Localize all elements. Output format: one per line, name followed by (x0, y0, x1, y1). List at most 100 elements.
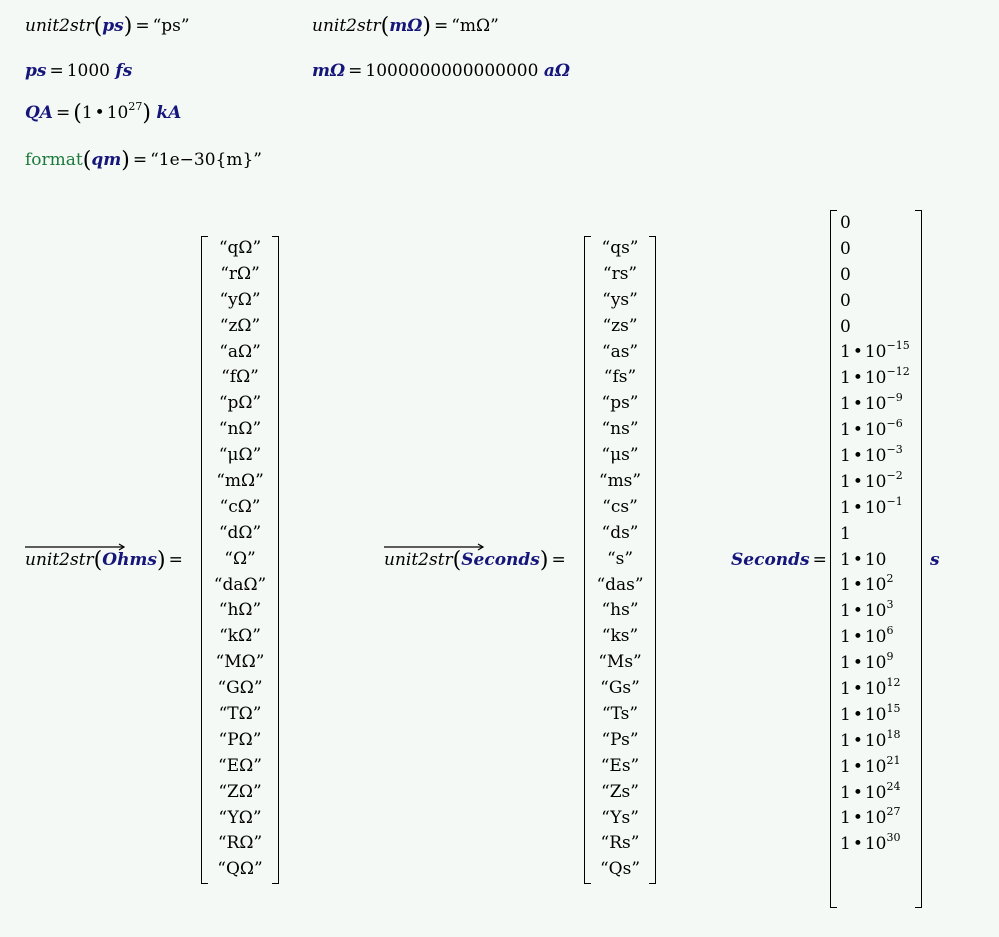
mantissa: 1 (840, 368, 851, 389)
multiply-dot: • (852, 601, 863, 622)
matrix-cell: “ys” (602, 289, 638, 310)
vectorize-arrow-icon (384, 543, 484, 551)
matrix-cell: “ks” (601, 626, 639, 647)
milliohm-evaluation[interactable]: mΩ=1000000000000000 aΩ (312, 61, 570, 81)
exponent: −9 (886, 391, 903, 405)
matrix-cell: “dΩ” (218, 522, 262, 543)
matrix-cell: “YΩ” (218, 807, 262, 828)
exponent: 3 (886, 598, 894, 612)
matrix-cell: 0 (840, 263, 912, 289)
matrix-cell: “as” (601, 341, 639, 362)
matrix-cell: “Rs” (600, 833, 640, 854)
base: 10 (864, 368, 887, 389)
matrix-cell: 1•10−2 (840, 470, 912, 496)
exponent: 30 (886, 831, 901, 845)
mantissa: 1 (81, 103, 93, 123)
matrix-cell: “yΩ” (219, 289, 261, 310)
matrix-cell: “QΩ” (217, 859, 263, 880)
matrix-cell: “qΩ” (218, 238, 262, 258)
multiply-dot: • (852, 782, 863, 803)
ps-evaluation[interactable]: ps=1000 fs (25, 61, 133, 81)
matrix-cell: 1 (840, 522, 912, 548)
unit2str-ps-expression[interactable]: unit2str(ps)=“ps” (25, 14, 190, 39)
unit: kA (156, 103, 182, 123)
matrix-cell: 1•109 (840, 651, 912, 677)
multiply-dot: • (852, 756, 863, 777)
matrix-cell: “s” (606, 548, 634, 569)
base: 10 (864, 471, 887, 492)
base: 10 (864, 782, 887, 803)
multiply-dot: • (852, 730, 863, 751)
vectorized-unit2str-ohms[interactable]: unit2str(Ohms) = (25, 543, 186, 573)
matrix-cell: 1•1015 (840, 703, 912, 729)
lhs-variable: QA (25, 103, 53, 123)
exponent: 21 (886, 753, 901, 767)
right-bracket (915, 210, 922, 908)
ohms-result-matrix[interactable]: “qΩ”“rΩ”“yΩ”“zΩ”“aΩ”“fΩ”“pΩ”“nΩ”“μΩ”“mΩ”… (201, 236, 279, 884)
base: 10 (864, 446, 887, 467)
exponent: 24 (886, 779, 901, 793)
matrix-cell: 1•1030 (840, 832, 912, 858)
mantissa: 1 (840, 342, 851, 363)
matrix-cell: “Ys” (601, 807, 639, 828)
base: 10 (864, 679, 887, 700)
mantissa: 1 (840, 679, 851, 700)
base: 10 (864, 653, 887, 674)
multiply-dot: • (852, 704, 863, 725)
matrix-cell: “Es” (600, 755, 640, 776)
matrix-cell: 0 (840, 315, 912, 341)
result: “1e−30{m}” (150, 150, 262, 170)
exponent: −1 (886, 494, 903, 508)
matrix-cell: 1•10−15 (840, 340, 912, 366)
mantissa: 1 (840, 756, 851, 777)
lhs-variable: Seconds (731, 550, 810, 570)
matrix-cell: “RΩ” (217, 833, 263, 854)
multiply-dot: • (852, 342, 863, 363)
left-bracket (584, 236, 591, 884)
unit2str-milliohm-expression[interactable]: unit2str(mΩ)=“mΩ” (312, 14, 499, 39)
mantissa: 1 (840, 782, 851, 803)
vectorized-unit2str-seconds[interactable]: unit2str(Seconds) = (384, 543, 569, 573)
value: 1000000000000000 (365, 61, 539, 81)
exponent: 18 (886, 727, 901, 741)
matrix-cell: “hs” (601, 600, 639, 621)
mantissa: 1 (840, 575, 851, 596)
multiply-dot: • (852, 368, 863, 389)
exponent: −2 (886, 468, 903, 482)
mantissa: 1 (840, 497, 851, 518)
matrix-cell: “ds” (601, 522, 639, 543)
multiply-dot: • (852, 420, 863, 441)
matrix-cell: “Zs” (601, 781, 639, 802)
unit: fs (115, 61, 133, 81)
mantissa: 0 (840, 290, 851, 311)
mantissa: 1 (840, 808, 851, 829)
mantissa: 1 (840, 730, 851, 751)
matrix-cell: “Ts” (601, 704, 639, 725)
matrix-cell: “ZΩ” (218, 781, 262, 802)
mantissa: 1 (840, 834, 851, 855)
matrix-cell: “nΩ” (218, 419, 262, 440)
base: 10 (864, 834, 887, 855)
qa-evaluation[interactable]: QA=(1•1027) kA (25, 100, 182, 126)
lhs-variable: mΩ (312, 61, 346, 81)
multiply-dot: • (852, 808, 863, 829)
matrix-cell: 1•10−12 (840, 366, 912, 392)
matrix-cell: 1•1024 (840, 781, 912, 807)
matrix-cell: “Qs” (599, 859, 641, 880)
mantissa: 1 (840, 601, 851, 622)
multiply-dot: • (852, 446, 863, 467)
mantissa: 0 (840, 264, 851, 285)
seconds-evaluation[interactable]: Seconds= (731, 550, 827, 570)
matrix-cell: 1•10−9 (840, 392, 912, 418)
exponent: −3 (886, 443, 903, 457)
format-expression[interactable]: format(qm)=“1e−30{m}” (25, 148, 262, 173)
matrix-cell: “MΩ” (215, 652, 265, 673)
matrix-cell: “das” (596, 574, 644, 595)
mantissa: 1 (840, 523, 851, 544)
seconds-result-matrix[interactable]: “qs”“rs”“ys”“zs”“as”“fs”“ps”“ns”“μs”“ms”… (584, 236, 656, 884)
matrix-cells: “qΩ”“rΩ”“yΩ”“zΩ”“aΩ”“fΩ”“pΩ”“nΩ”“μΩ”“mΩ”… (211, 236, 269, 883)
matrix-cell: “ps” (601, 393, 639, 414)
mantissa: 1 (840, 627, 851, 648)
matrix-cell: “fs” (603, 367, 637, 388)
